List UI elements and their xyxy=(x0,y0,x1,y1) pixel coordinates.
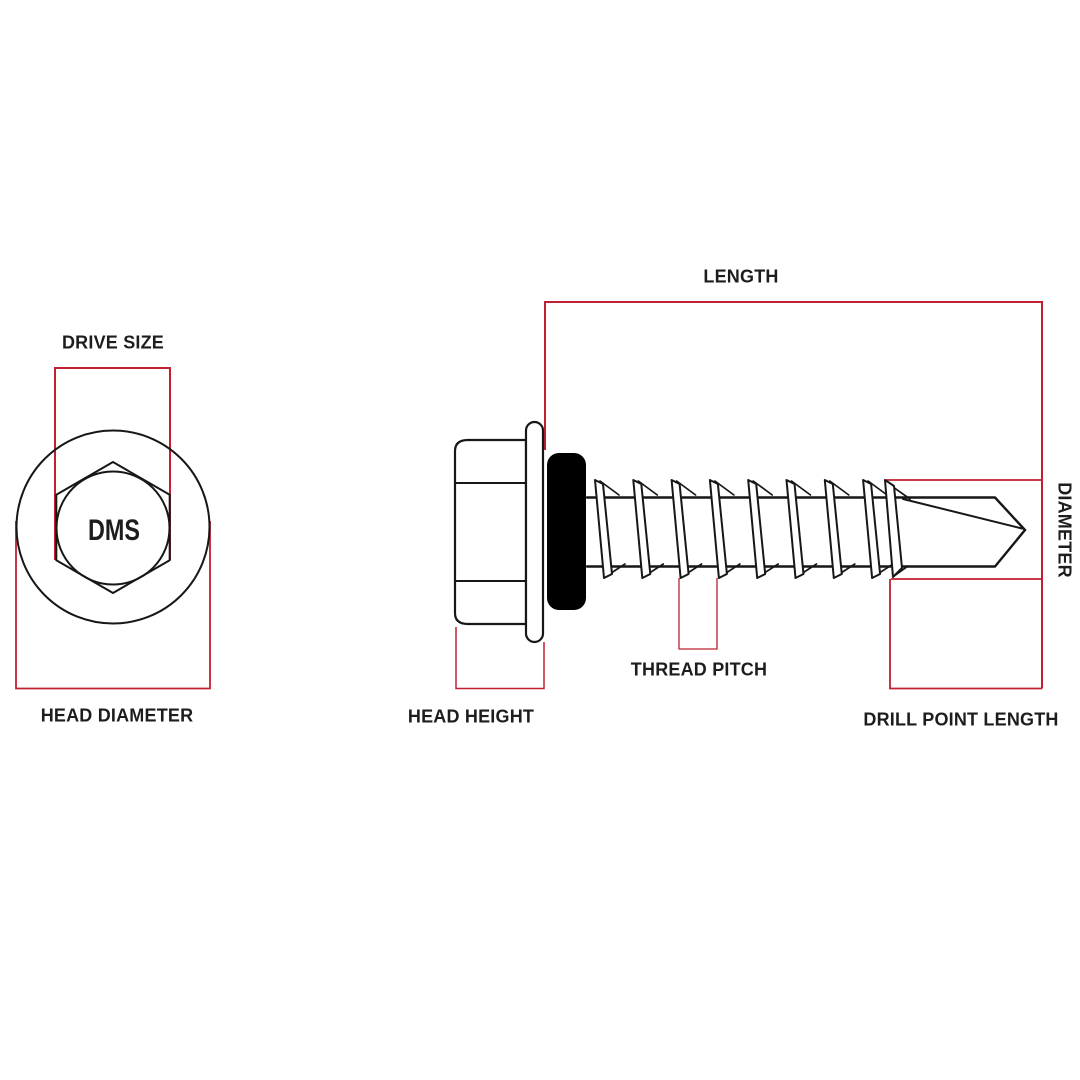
length-dimension xyxy=(544,301,1043,689)
drill-point-blade xyxy=(884,479,911,578)
thread-blades xyxy=(594,479,894,579)
shank-top-line xyxy=(585,496,1027,532)
hex-facet-lines xyxy=(454,482,527,582)
diameter-label: DIAMETER xyxy=(1054,482,1075,578)
head-diameter-label: HEAD DIAMETER xyxy=(40,705,194,726)
thread-pitch-dimension xyxy=(678,578,718,650)
shank-bottom-line xyxy=(585,528,1027,568)
side-view xyxy=(453,301,1043,690)
thread-pitch-label: THREAD PITCH xyxy=(630,659,768,680)
drive-marking-label: DMS xyxy=(87,514,141,547)
drill-point-length-dimension xyxy=(889,579,1042,690)
drive-circle xyxy=(55,470,171,586)
drill-flute-line xyxy=(902,498,1023,530)
head-height-dimension xyxy=(455,627,545,690)
length-label: LENGTH xyxy=(703,266,779,287)
head-flange-circle xyxy=(15,429,211,625)
hex-head-side xyxy=(453,438,528,626)
seal-washer xyxy=(547,453,586,610)
hex-outline xyxy=(55,461,171,594)
drive-size-label: DRIVE SIZE xyxy=(61,332,165,353)
drive-size-dimension xyxy=(54,367,171,560)
front-view xyxy=(15,367,211,690)
drill-point-length-label: DRILL POINT LENGTH xyxy=(863,709,1059,730)
head-height-label: HEAD HEIGHT xyxy=(407,706,535,727)
flange-disc xyxy=(524,420,545,644)
head-diameter-dimension xyxy=(15,521,211,690)
